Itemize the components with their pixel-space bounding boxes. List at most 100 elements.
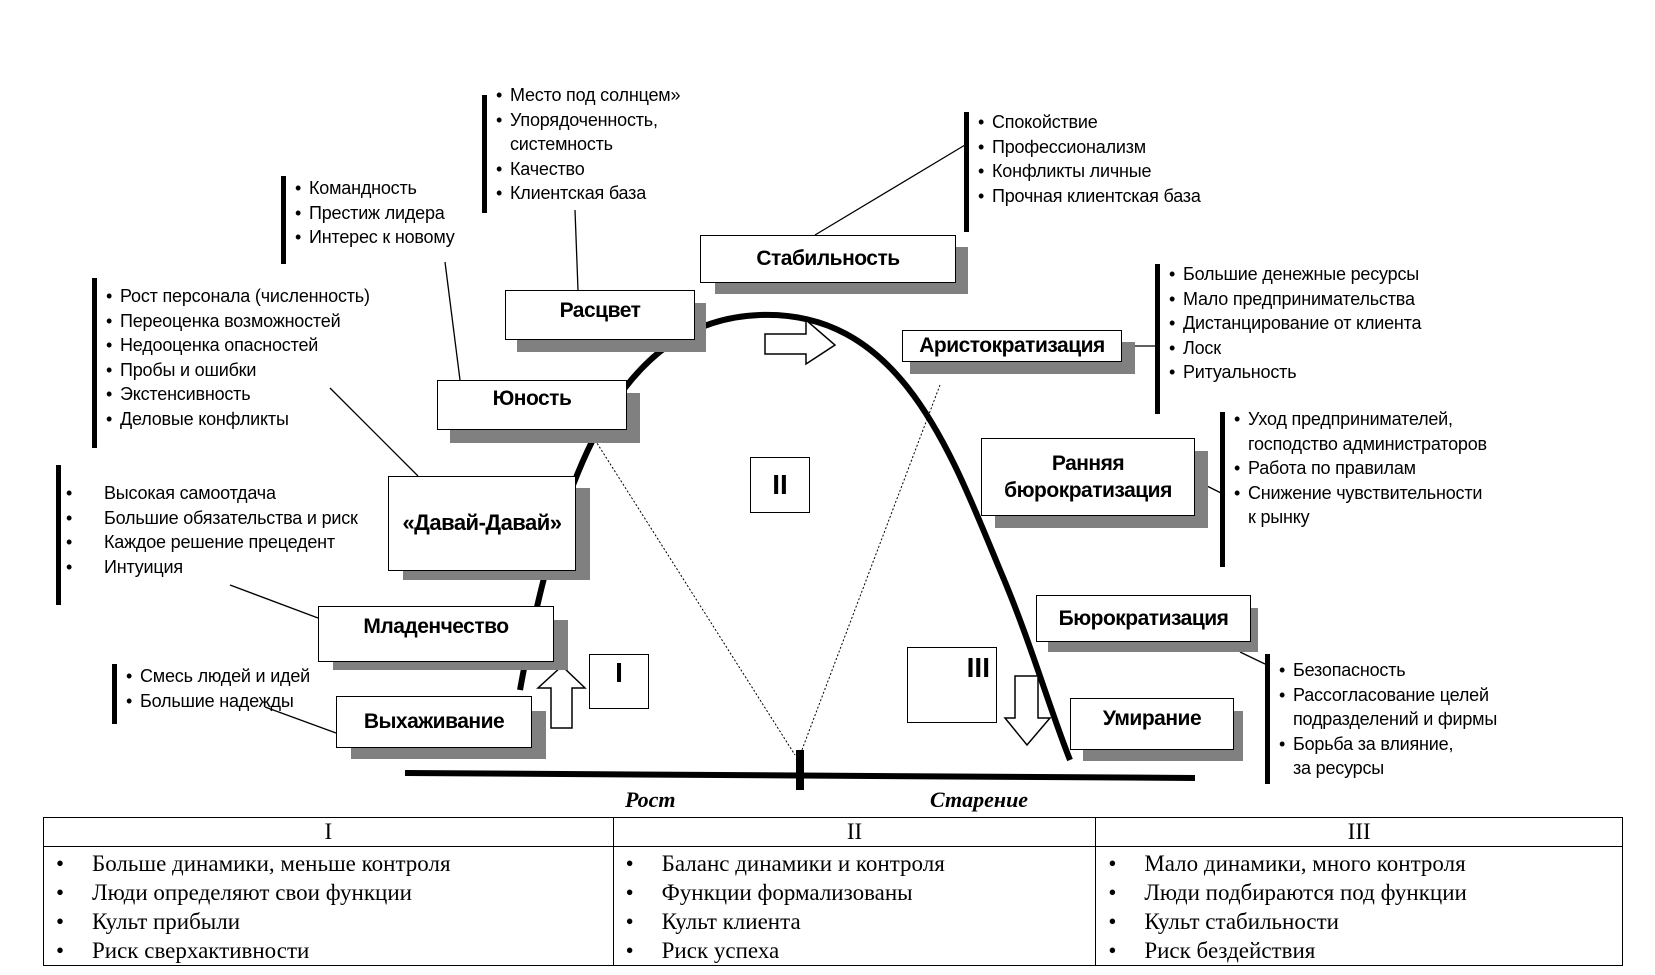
stage-vyhazhivanie: Выхаживание [336, 696, 532, 748]
list-bar [482, 95, 487, 213]
stage-label: Умирание [1102, 707, 1202, 730]
list-item: Интерес к новому [295, 225, 455, 250]
stage-label-line2: бюрократизация [1004, 479, 1172, 502]
list-vyhazhivanie: Смесь людей и идей Большие надежды [112, 664, 310, 724]
table-row: Больше динамики, меньше контроля Люди оп… [43, 846, 1623, 966]
list-item: господство администраторов [1248, 433, 1487, 454]
table-header: III [1095, 817, 1623, 847]
list-item: Командность [295, 176, 455, 201]
phase-box-2: II [750, 457, 810, 513]
list-item: Безопасность [1279, 658, 1497, 683]
stage-label: Аристократизация [919, 334, 1105, 358]
connector-byurokratizaciya [1239, 651, 1266, 665]
table-list-item: Культ стабильности [1096, 907, 1622, 936]
table-list-item: Мало динамики, много контроля [1096, 849, 1622, 878]
table-header-row: I II III [43, 817, 1623, 847]
list-item: Престиж лидера [295, 201, 455, 226]
table-list-item: Культ прибыли [44, 907, 613, 936]
arrow-up-icon [536, 664, 587, 729]
dotted-guide-right [799, 384, 941, 756]
list-item: Снижение чувствительности [1234, 481, 1487, 506]
table-list-item: Культ клиента [614, 907, 1096, 936]
stage-label: «Давай-Давай» [402, 510, 562, 536]
list-stabilnost: Спокойствие Профессионализм Конфликты ли… [964, 110, 1201, 232]
list-bar [964, 112, 969, 232]
list-item: Клиентская база [496, 181, 680, 206]
stage-label: Стабильность [756, 247, 900, 271]
phase-box-3: III [907, 647, 997, 723]
list-item: Мало предпринимательства [1169, 287, 1421, 312]
arrow-right-icon [764, 318, 837, 366]
table-list-item: Риск бездействия [1096, 936, 1622, 965]
list-item: Место под солнцем» [496, 83, 680, 108]
table-cell-phase-2: Баланс динамики и контроля Функции форма… [612, 846, 1097, 966]
stage-aristokratizaciya: Аристократизация [902, 330, 1122, 362]
list-item: Рассогласование целей [1279, 683, 1497, 708]
stage-label: Расцвет [559, 299, 641, 322]
stage-yunost: Юность [437, 380, 627, 430]
phase-summary-table: I II III Больше динамики, меньше контрол… [43, 817, 1623, 966]
list-bar [1220, 412, 1225, 567]
table-cell-phase-3: Мало динамики, много контроля Люди подби… [1095, 846, 1623, 966]
list-item: Качество [496, 157, 680, 182]
table-list-item: Люди подбираются под функции [1096, 878, 1622, 907]
lifecycle-curve [517, 311, 1073, 762]
list-bar [92, 278, 97, 448]
stage-davai-davai: «Давай-Давай» [388, 476, 576, 571]
phase-box-1: I [589, 654, 649, 709]
stage-label-line1: Ранняя [1051, 451, 1125, 475]
phase-label: III [966, 652, 990, 683]
list-item: Переоценка возможностей [106, 309, 370, 334]
list-item: Смесь людей и идей [126, 664, 310, 689]
list-bar [1265, 654, 1270, 784]
list-item: Спокойствие [978, 110, 1201, 135]
list-item: подразделений и фирмы [1293, 709, 1498, 729]
list-rascvet: Место под солнцем» Упорядоченность, сист… [482, 83, 680, 213]
stage-label: Выхаживание [363, 710, 505, 734]
list-bar [281, 176, 286, 264]
list-item: Большие обязательства и риск [66, 506, 358, 531]
list-item: системность [510, 134, 613, 154]
list-item: Конфликты личные [978, 159, 1201, 184]
list-item: Работа по правилам [1234, 456, 1487, 481]
stage-rascvet: Расцвет [505, 290, 695, 340]
stage-label: Юность [492, 387, 572, 410]
list-yunost: Командность Престиж лидера Интерес к нов… [281, 176, 455, 264]
list-item: Дистанцирование от клиента [1169, 311, 1422, 336]
stage-stabilnost: Стабильность [700, 235, 956, 283]
stage-mladenchestvo: Младенчество [318, 606, 554, 662]
list-item: Пробы и ошибки [106, 358, 370, 383]
table-header: II [612, 817, 1097, 847]
connector-stabilnost [814, 144, 966, 236]
stage-rannyaya-byurokratizaciya: Ранняя бюрократизация [981, 438, 1195, 516]
table-header: I [43, 817, 614, 847]
connector-mladenchestvo [229, 584, 319, 619]
table-list-item: Функции формализованы [614, 878, 1096, 907]
list-aristokratizaciya: Большие денежные ресурсы Мало предприним… [1155, 262, 1422, 414]
stage-byurokratizaciya: Бюрократизация [1036, 595, 1251, 642]
table-list-item: Риск успеха [614, 936, 1096, 965]
list-item: Каждое решение прецедент [66, 530, 358, 555]
connector-rascvet [574, 209, 579, 291]
table-cell-phase-1: Больше динамики, меньше контроля Люди оп… [43, 846, 614, 966]
stage-umiranie: Умирание [1070, 698, 1234, 750]
list-item: Борьба за влияние, [1279, 732, 1497, 757]
table-list-item: Риск сверхактивности [44, 936, 613, 965]
list-item: Лоск [1169, 336, 1421, 361]
list-item: Экстенсивность [106, 382, 370, 407]
list-item: Высокая самоотдача [66, 481, 358, 506]
arrow-down-icon [1003, 675, 1052, 747]
list-item: Рост персонала (численность) [106, 284, 370, 309]
phase-label: II [772, 469, 788, 500]
list-item: Большие надежды [126, 689, 310, 714]
list-item: Деловые конфликты [106, 407, 370, 432]
list-item: к рынку [1248, 507, 1310, 527]
table-list-item: Люди определяют свои функции [44, 878, 613, 907]
list-item: Прочная клиентская база [978, 184, 1201, 209]
list-davai-davai: Рост персонала (численность) Переоценка … [92, 278, 370, 448]
phase-label: I [615, 657, 623, 688]
list-mladenchestvo: Высокая самоотдача Большие обязательства… [56, 465, 358, 605]
list-item: Ритуальность [1169, 360, 1421, 385]
list-bar [1155, 264, 1160, 414]
